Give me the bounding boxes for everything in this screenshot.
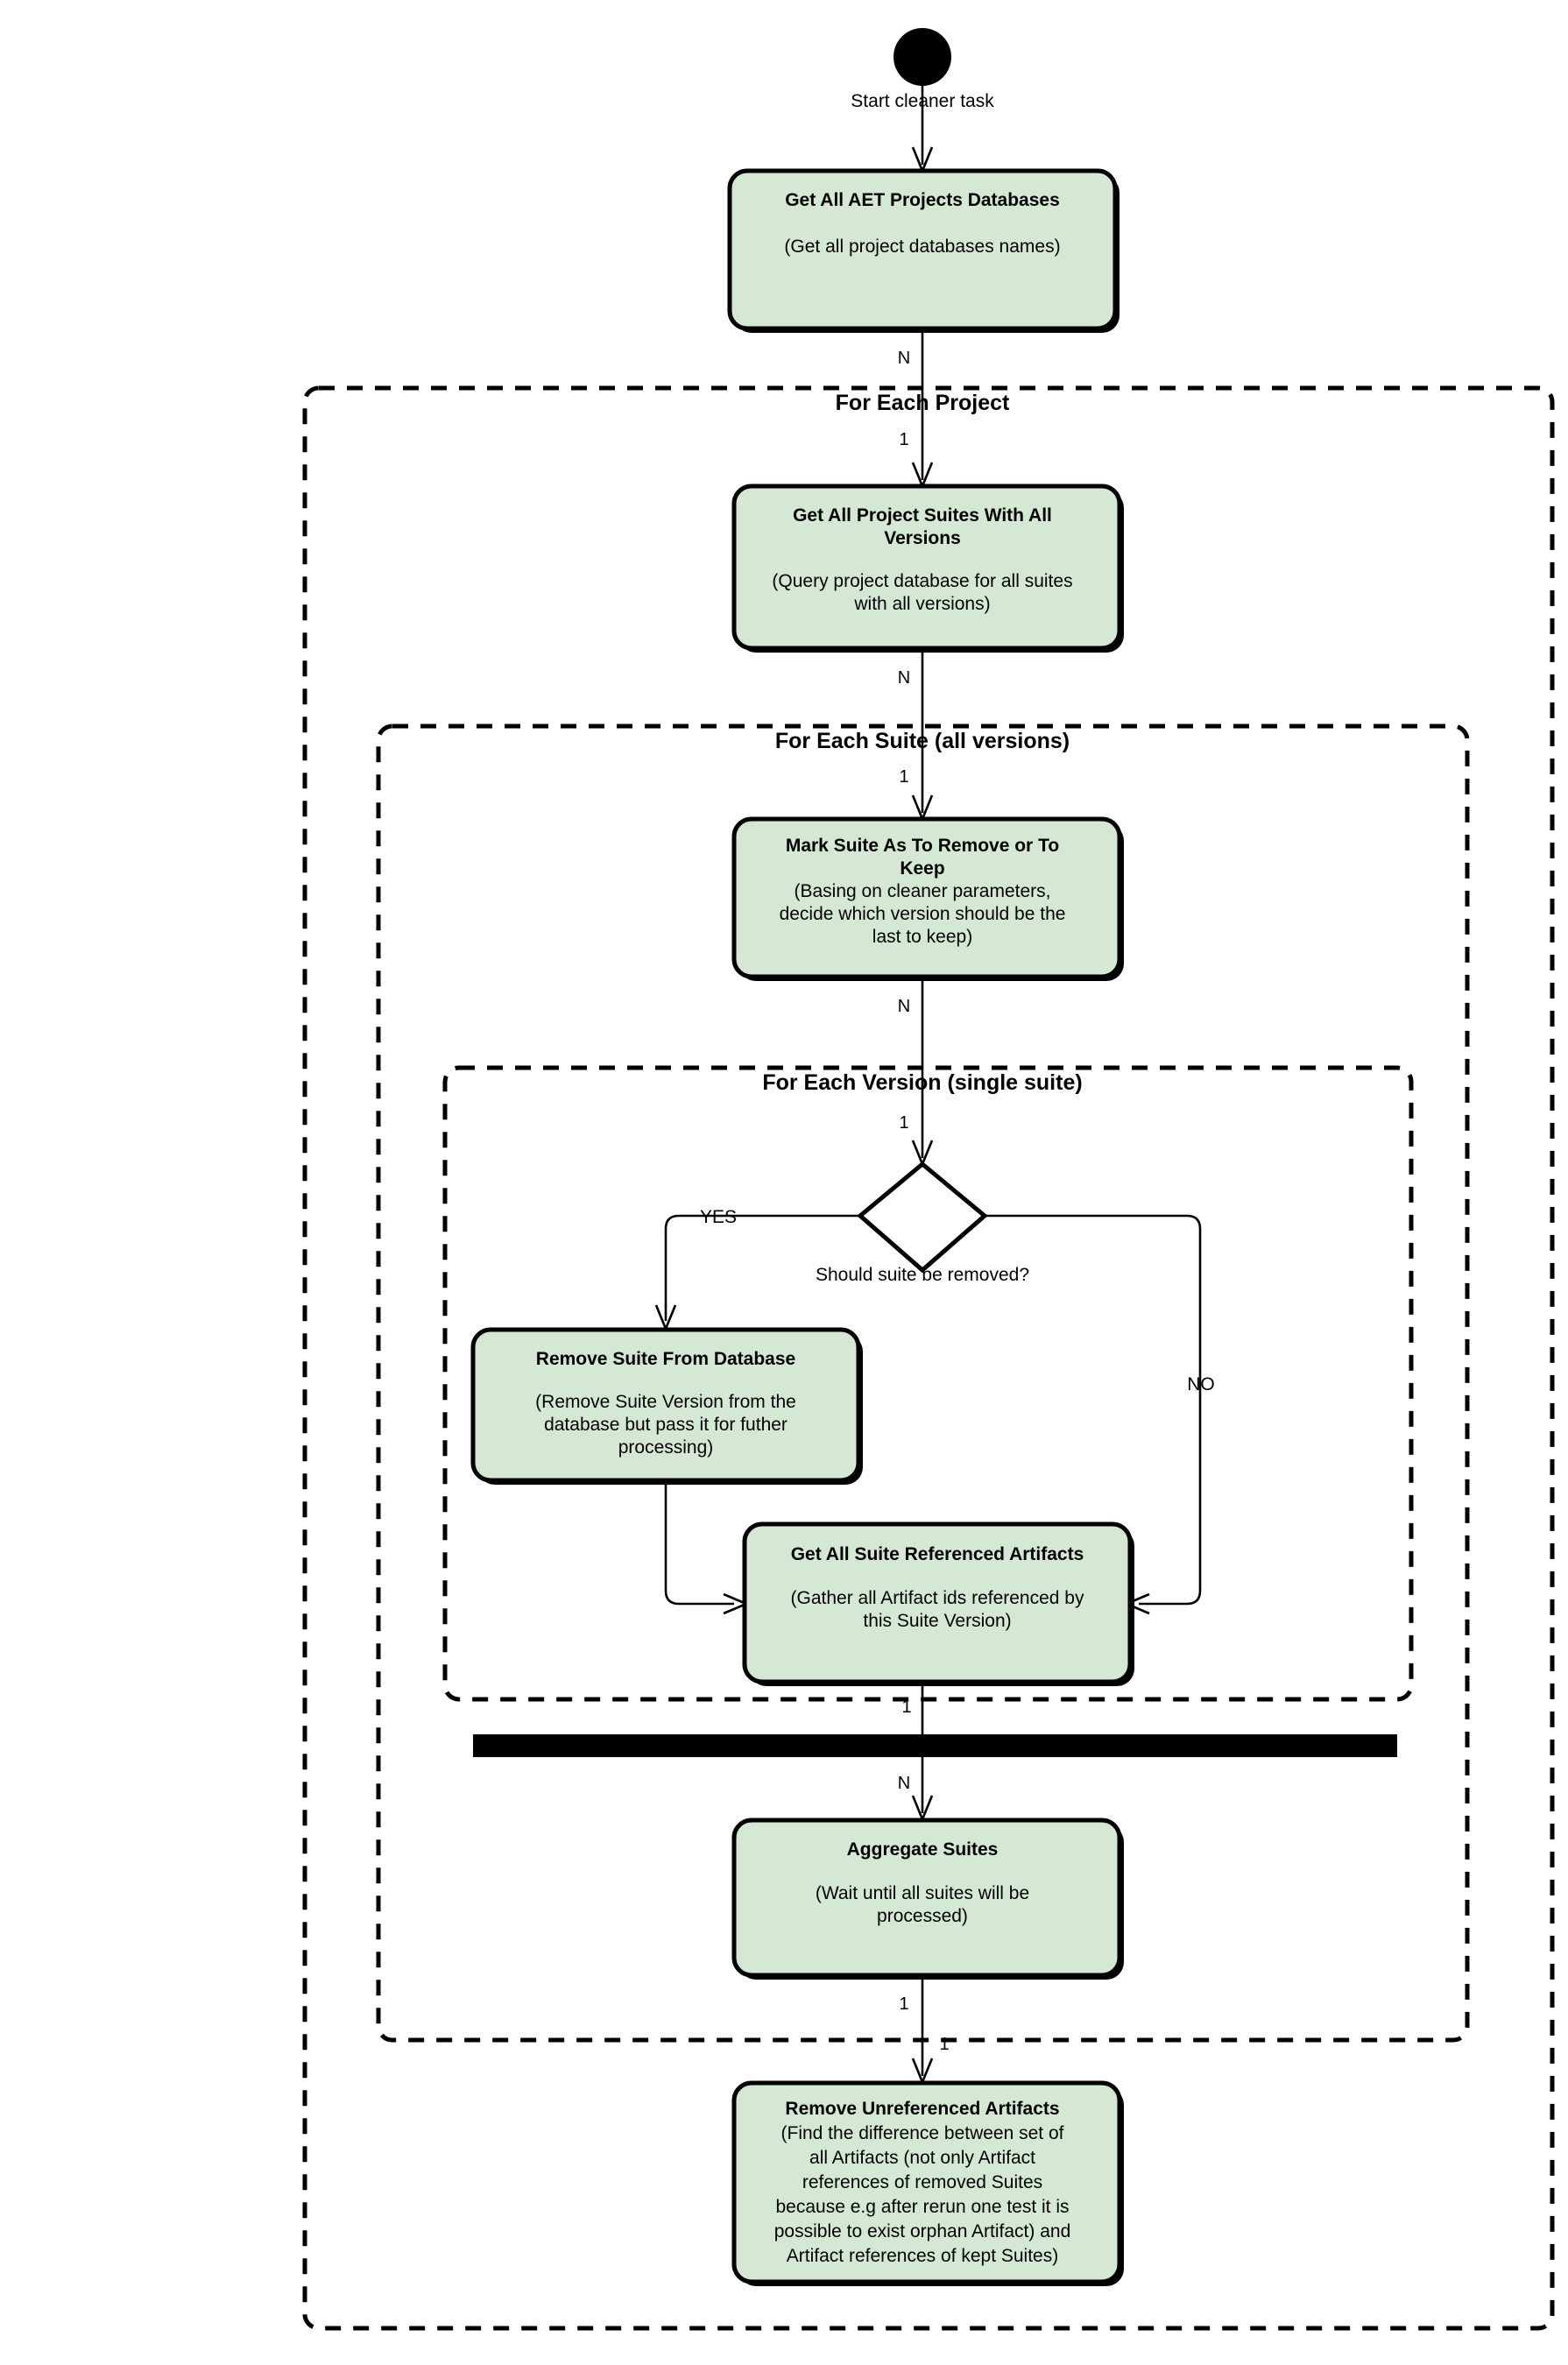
group-title-version: For Each Version (single suite): [762, 1070, 1082, 1095]
join-bar: [473, 1734, 1397, 1757]
node-sub-remove-suite-line2: database but pass it for futher: [544, 1415, 788, 1435]
node-sub-get-projects: (Get all project databases names): [784, 236, 1060, 257]
start-node-dot: [893, 28, 951, 86]
node-sub-mark-suite-line3: last to keep): [872, 927, 972, 947]
node-get-projects[interactable]: [727, 168, 1118, 331]
node-title-aggregate: Aggregate Suites: [847, 1839, 999, 1860]
node-sub-mark-suite-line1: (Basing on cleaner parameters,: [795, 881, 1051, 901]
edge-label-mark-to-version-group-n: N: [898, 997, 910, 1016]
node-get-suites[interactable]: [731, 484, 1122, 651]
node-title-mark-suite-line1: Mark Suite As To Remove or To: [786, 836, 1059, 856]
group-title-project: For Each Project: [836, 391, 1010, 415]
edge-label-project-group-to-suites-1: 1: [899, 430, 908, 449]
node-sub-remove-unreferenced-line4: because e.g after rerun one test it is: [775, 2197, 1069, 2217]
node-sub-get-artifacts-line1: (Gather all Artifact ids referenced by: [791, 1588, 1084, 1608]
node-get-artifacts[interactable]: [742, 1521, 1133, 1684]
node-sub-get-artifacts-line2: this Suite Version): [863, 1611, 1011, 1631]
group-title-suite: For Each Suite (all versions): [775, 729, 1070, 753]
edge-label-decision-yes: YES: [700, 1207, 737, 1227]
edge-label-join-to-aggregate-n: N: [898, 1774, 910, 1793]
node-title-remove-unreferenced: Remove Unreferenced Artifacts: [785, 2099, 1059, 2119]
start-label: Start cleaner task: [851, 91, 994, 111]
node-mark-suite[interactable]: [731, 816, 1122, 979]
node-title-get-suites-line1: Get All Project Suites With All: [793, 505, 1052, 526]
edge-label-artifacts-to-join-1: 1: [901, 1698, 911, 1717]
edge-label-suites-to-group-n: N: [898, 668, 910, 688]
node-sub-aggregate-line2: processed): [877, 1906, 968, 1926]
node-remove-unreferenced[interactable]: [731, 2080, 1122, 2284]
node-title-get-suites-line2: Versions: [884, 528, 961, 548]
node-sub-remove-unreferenced-line6: Artifact references of kept Suites): [787, 2246, 1058, 2266]
node-title-get-artifacts: Get All Suite Referenced Artifacts: [791, 1544, 1084, 1564]
node-sub-remove-unreferenced-line2: all Artifacts (not only Artifact: [809, 2148, 1035, 2168]
node-sub-remove-suite-line1: (Remove Suite Version from the: [535, 1392, 796, 1412]
group-for-each-version: [442, 1065, 1414, 1702]
edge-label-decision-no: NO: [1187, 1374, 1215, 1394]
node-sub-mark-suite-line2: decide which version should be the: [780, 904, 1066, 924]
edge-decision-yes-to-remove-suite: [664, 1214, 860, 1321]
node-title-mark-suite-line2: Keep: [900, 858, 944, 879]
node-sub-aggregate-line1: (Wait until all suites will be: [816, 1883, 1029, 1903]
node-title-remove-suite: Remove Suite From Database: [536, 1349, 795, 1369]
node-title-get-projects: Get All AET Projects Databases: [785, 190, 1060, 210]
edge-label-projects-to-group-n: N: [898, 349, 910, 368]
node-sub-remove-unreferenced-line3: references of removed Suites: [802, 2172, 1042, 2192]
decision-label-should-remove: Should suite be removed?: [816, 1265, 1029, 1285]
node-aggregate[interactable]: [731, 1818, 1122, 1978]
node-sub-remove-suite-line3: processing): [618, 1437, 714, 1458]
node-sub-remove-unreferenced-line5: possible to exist orphan Artifact) and: [774, 2221, 1071, 2241]
node-remove-suite[interactable]: [470, 1327, 861, 1483]
edge-label-suite-group-to-mark-1: 1: [899, 767, 908, 787]
edge-label-aggregate-to-exit-1: 1: [899, 1994, 908, 2014]
edge-label-version-group-to-decision-1: 1: [899, 1113, 908, 1133]
node-decision-should-remove[interactable]: [857, 1161, 988, 1274]
node-sub-get-suites-line2: with all versions): [853, 594, 990, 614]
node-sub-remove-unreferenced-line1: (Find the difference between set of: [781, 2123, 1064, 2143]
edge-decision-no-to-get-artifacts: [985, 1214, 1202, 1606]
group-for-each-project: [302, 385, 1555, 2331]
edge-label-suite-group-exit-1: 1: [939, 2035, 949, 2054]
edge-remove-suite-to-get-artifacts: [664, 1480, 734, 1606]
node-sub-get-suites-line1: (Query project database for all suites: [772, 571, 1072, 591]
